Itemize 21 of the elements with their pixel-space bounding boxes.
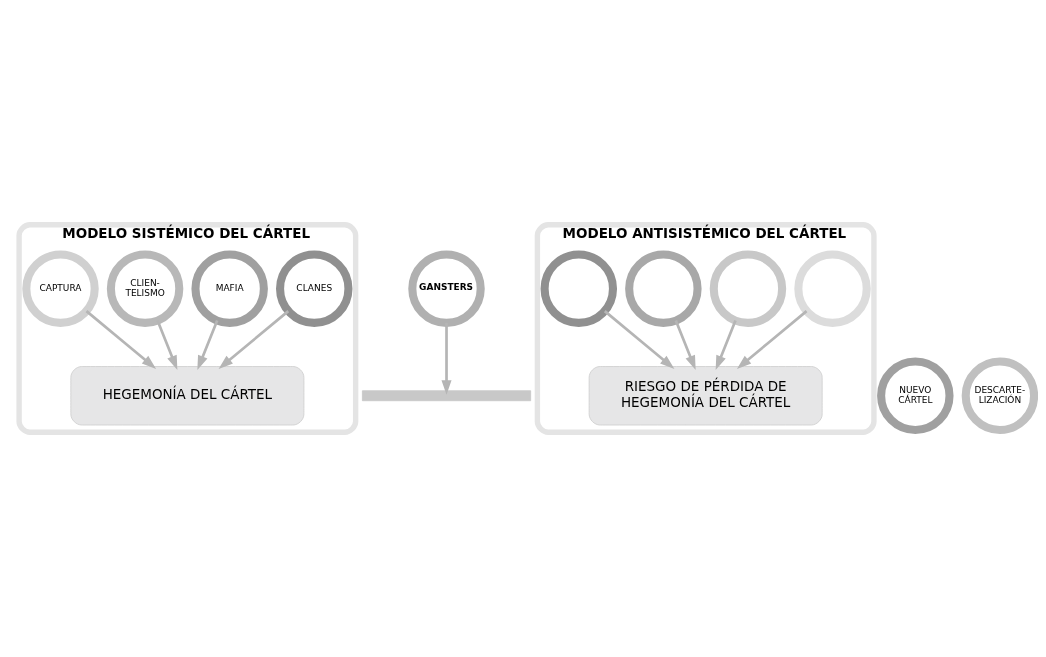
node-circle: CAPTURA bbox=[22, 250, 99, 327]
node-circle bbox=[540, 250, 618, 327]
arrow bbox=[736, 310, 808, 369]
node-circle bbox=[625, 250, 702, 327]
arrow bbox=[715, 320, 737, 370]
node-circle: NUEVO CÁRTEL bbox=[877, 357, 954, 434]
node-circle: MAFIA bbox=[191, 250, 268, 327]
arrow bbox=[603, 310, 675, 369]
node-box: HEGEMONÍA DEL CÁRTEL bbox=[70, 366, 305, 426]
node-circle: DESCARTE- LIZACIÓN bbox=[961, 357, 1038, 434]
node-circle: GANSTERS bbox=[408, 250, 485, 327]
arrow bbox=[674, 320, 696, 370]
arrow bbox=[218, 310, 290, 369]
arrow bbox=[85, 310, 157, 369]
arrow bbox=[197, 320, 219, 370]
node-circle: CLIEN- TELISMO bbox=[106, 250, 184, 327]
node-circle bbox=[709, 250, 787, 327]
node-bar bbox=[361, 390, 532, 402]
node-circle: CLANES bbox=[276, 250, 353, 327]
node-box: RIESGO DE PÉRDIDA DE HEGEMONÍA DEL CÁRTEL bbox=[588, 366, 823, 426]
node-circle bbox=[794, 250, 871, 327]
